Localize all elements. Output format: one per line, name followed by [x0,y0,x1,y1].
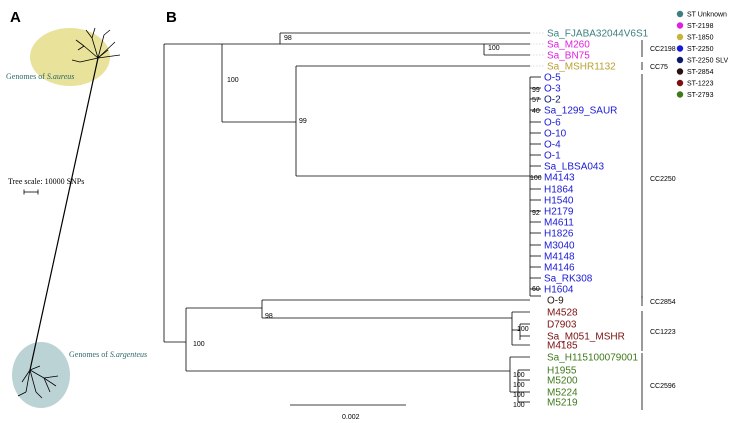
taxon-label: M4611 [544,218,574,229]
saureus-cluster-highlight [30,28,110,86]
bootstrap-value: 100 [513,372,525,379]
scale-bar-label: 0.002 [342,414,360,421]
bootstrap-value: 99 [299,118,307,125]
cc-label: CC1223 [650,329,676,336]
taxon-label: O-10 [544,129,567,140]
cc-label: CC2854 [650,299,676,306]
taxon-label: Sa_BN75 [547,51,590,62]
unrooted-tree: Genomes of S.aureus Genomes of S.argente… [6,27,147,408]
taxon-label: Sa_LBSA043 [544,162,604,173]
tree-scale-label: Tree scale: 10000 SNPs [8,177,84,186]
taxon-label: H1826 [544,229,574,240]
taxon-label: Sa_H115100079001 [547,353,638,364]
legend-label: ST-1223 [687,81,714,88]
legend-swatch [676,45,684,52]
taxon-label: O-3 [544,84,561,95]
bootstrap-value: 100 [513,402,525,409]
taxon-label: O-4 [544,140,561,151]
legend-swatch [676,79,684,87]
taxon-label: M5200 [547,376,578,387]
bootstrap-value: 100 [488,45,500,52]
legend-label: ST-2250 SLV [687,58,728,65]
legend-label: ST-2854 [687,69,714,76]
bootstrap-value: 99 [532,87,540,94]
taxon-label: Sa_RK308 [544,274,593,285]
taxon-label: M4185 [547,341,578,352]
legend-swatch [676,22,684,29]
bootstrap-value: 100 [227,77,239,84]
legend-swatch [676,33,684,41]
taxon-label: H1540 [544,196,574,207]
bootstrap-value: 98 [265,313,273,320]
rooted-phylogeny [163,32,541,403]
taxon-label: O-2 [544,95,561,106]
legend-label: ST-1850 [687,35,714,42]
taxon-label: Sa_M260 [547,40,590,51]
taxon-label: M4143 [544,173,575,184]
legend-swatch [676,56,684,64]
bootstrap-value: 100 [517,326,529,333]
main-branch [29,57,99,371]
sargenteus-cluster-label: Genomes of S.argenteus [69,350,147,359]
taxon-label: O-6 [544,118,561,129]
bootstrap-value: 100 [513,382,525,389]
cc-label: CC2250 [650,176,676,183]
taxon-label: O-5 [544,73,561,84]
taxon-label: M4146 [544,263,575,274]
bootstrap-value: 60 [532,286,540,293]
bootstrap-labels: 98 100 100 99 99 57 40 100 92 60 98 100 … [193,35,542,409]
taxon-label: D7903 [547,320,577,331]
sargenteus-cluster-highlight [12,342,70,408]
bootstrap-value: 100 [530,175,542,182]
taxon-label: M3040 [544,241,575,252]
taxon-label: Sa_MSHR1132 [547,62,616,73]
legend-swatch [676,10,684,18]
legend-swatch [676,68,684,75]
taxon-label: O-1 [544,151,561,162]
bootstrap-value: 98 [284,35,292,42]
legend-label: ST-2793 [687,92,714,99]
bootstrap-value: 40 [532,108,540,115]
taxon-label: Sa_1299_SAUR [544,106,617,117]
bootstrap-value: 92 [532,210,540,217]
taxon-label: Sa_FJABA32044V6S1 [547,29,649,40]
taxon-label: H2179 [544,207,574,218]
cc-labels: CC2198 CC75 CC2250 CC2854 CC1223 CC2596 [650,46,676,390]
panel-label-b: B [166,9,177,26]
saureus-cluster-label: Genomes of S.aureus [6,72,74,81]
legend-label: ST-2198 [687,23,714,30]
taxa-labels: Sa_FJABA32044V6S1Sa_M260Sa_BN75Sa_MSHR11… [544,29,649,409]
taxon-label: H1604 [544,285,574,296]
taxon-label: M4148 [544,252,575,263]
taxon-label: H1864 [544,185,574,196]
cc-label: CC2596 [650,383,676,390]
panel-label-a: A [10,9,21,26]
cc-label: CC75 [650,64,668,71]
legend-label: ST-2250 [687,46,714,53]
cc-label: CC2198 [650,46,676,53]
tree-scale-bar [23,189,39,195]
bootstrap-value: 57 [532,97,540,104]
leader-lines [530,32,545,67]
taxon-label: O-9 [547,296,564,307]
bootstrap-value: 100 [193,341,205,348]
legend-swatch [676,91,684,98]
scale-bar: 0.002 [290,404,406,421]
sargenteus-branches [17,365,59,399]
taxon-label: M4528 [547,308,578,319]
saureus-branches [71,27,121,63]
legend-label: ST Unknown [687,12,727,19]
taxon-label: H1955 [547,366,577,377]
taxon-label: M5224 [547,388,578,399]
taxon-label: Sa_M051_MSHR [547,332,625,343]
bootstrap-value: 100 [513,392,525,399]
taxon-label: M5219 [547,398,578,409]
